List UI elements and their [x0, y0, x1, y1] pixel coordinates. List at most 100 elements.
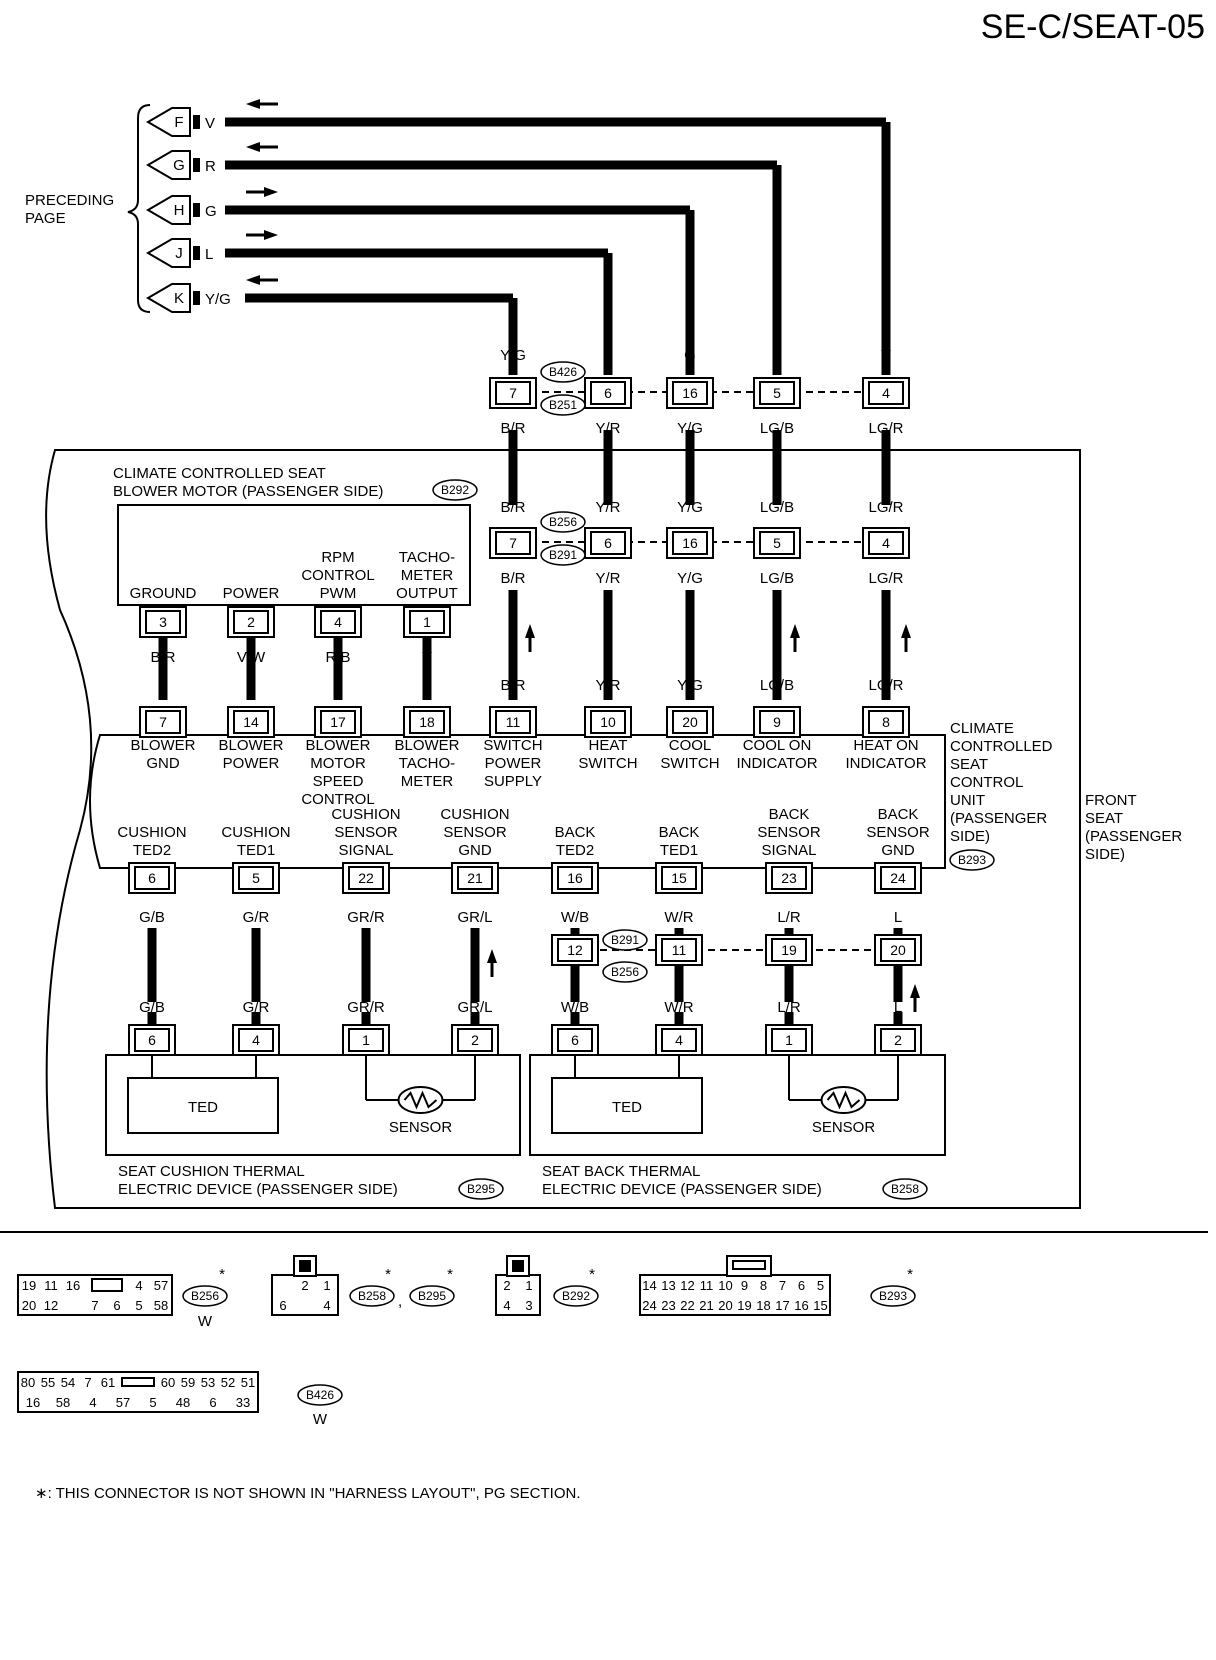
ecu-top-pin-0-pin: 7	[159, 714, 167, 730]
offpage-stub-F	[193, 115, 200, 129]
low-conn-6-box	[771, 938, 807, 962]
flow-arrow-G-head	[246, 142, 260, 152]
device-box-1	[529, 1054, 946, 1156]
ecu-label-4: UNIT	[950, 792, 985, 809]
face-b293-pin: 14	[642, 1278, 656, 1293]
ecu-top-pin-3-pin: 18	[419, 714, 435, 730]
ecu-label-3: CONTROL	[950, 774, 1023, 791]
face-b295-conn-oval	[409, 1285, 455, 1307]
top-conn-2-box	[672, 381, 708, 405]
device-pin-0-box	[134, 1028, 170, 1052]
face-b258-tab-fill	[299, 1260, 311, 1272]
face-b256-pin: 5	[135, 1298, 142, 1313]
top-conn-1-box	[590, 381, 626, 405]
ecu-top-label: BLOWER	[218, 737, 283, 754]
flow-arrow-J-head	[264, 230, 278, 240]
mid-wire-in: LG/B	[760, 499, 794, 516]
face-b426-pin: 51	[241, 1375, 255, 1390]
ecu-label-2: SEAT	[950, 756, 988, 773]
low-conn-5-pin: 11	[672, 942, 687, 958]
conn-b256-low-oval	[602, 961, 648, 983]
flow-up-cool-head	[790, 624, 800, 638]
ecu-top-pin-4-box	[495, 710, 531, 734]
low-conn-7-box	[880, 938, 916, 962]
blower-box	[117, 504, 471, 606]
face-b295-star: *	[447, 1266, 453, 1283]
mid-conn-3-pin: 5	[773, 535, 781, 551]
face-b256-pin: 58	[154, 1298, 168, 1313]
footnote: ∗: THIS CONNECTOR IS NOT SHOWN IN "HARNE…	[35, 1485, 581, 1502]
offpage-wire-K: Y/G	[205, 291, 231, 308]
bottom-wire-2: W/B	[561, 999, 589, 1016]
device-pin-4-pin: 6	[571, 1032, 579, 1048]
ecu-bottom-label: SIGNAL	[761, 842, 816, 859]
face-b256-pin: 57	[154, 1278, 168, 1293]
face-b426-pin: 55	[41, 1375, 55, 1390]
ecu-top-pin-7-box	[759, 710, 795, 734]
front-seat-label-1: SEAT	[1085, 810, 1123, 827]
conn-b256-low: B256	[611, 965, 639, 979]
face-b258-pin: 1	[323, 1278, 330, 1293]
ted-label-0: TED	[188, 1099, 218, 1116]
bottom-wire-1: G/B	[139, 909, 165, 926]
ecu-bottom-label: SIGNAL	[338, 842, 393, 859]
face-b258-pin: 6	[279, 1298, 286, 1313]
ecu-top-pin-8-box	[868, 710, 904, 734]
face-b426-pin: 54	[61, 1375, 75, 1390]
ecu-bottom-label: CUSHION	[221, 824, 290, 841]
face-b295-conn: B295	[418, 1289, 446, 1303]
ted-label-1: TED	[612, 1099, 642, 1116]
face-b256-pin: 16	[66, 1278, 80, 1293]
top-conn-1-pin: 6	[604, 385, 612, 401]
device-pin-3-box	[457, 1028, 493, 1052]
top-conn-3-pin: 5	[773, 385, 781, 401]
ecu-top-label: SPEED	[313, 773, 364, 790]
mid-wire-in: LG/R	[868, 499, 903, 516]
ecu-bottom-pin-1-pin: 5	[252, 870, 260, 886]
bottom-wire-2: L/R	[777, 999, 801, 1016]
top-wire-in: G	[684, 347, 696, 364]
face-b292-pin: 3	[525, 1298, 532, 1313]
ecu-top-label: BLOWER	[130, 737, 195, 754]
low-conn-6-pin: 19	[781, 942, 797, 958]
mid-conn-4-box	[868, 531, 904, 555]
face-b293-pin: 15	[813, 1298, 827, 1313]
offpage-arrow-F	[146, 107, 191, 137]
face-b256-pin: 19	[22, 1278, 36, 1293]
face-b293-pin: 13	[661, 1278, 675, 1293]
ecu-label-0: CLIMATE	[950, 720, 1014, 737]
offpage-arrow-G	[146, 150, 191, 180]
bottom-wire-1: W/B	[561, 909, 589, 926]
blower-pin-label: GROUND	[130, 585, 197, 602]
ecu-label-6: SIDE)	[950, 828, 990, 845]
ecu-bottom-pin-7-box	[880, 866, 916, 890]
face-b256-conn-oval	[182, 1285, 228, 1307]
face-b293-pin: 23	[661, 1298, 675, 1313]
offpage-letter-H: H	[174, 202, 185, 219]
offpage-stub-G	[193, 158, 200, 172]
top-conn-2-pin: 16	[682, 385, 698, 401]
top-wire-out: Y/R	[595, 420, 620, 437]
ecu-bottom-pin-3-box	[457, 866, 493, 890]
face-b258-star: *	[385, 1266, 391, 1283]
mid-wire-out: Y/G	[677, 570, 703, 587]
top-wire-in: Y/G	[500, 347, 526, 364]
face-b293-pin: 20	[718, 1298, 732, 1313]
mid-wire-out: B/R	[500, 570, 525, 587]
offpage-letter-G: G	[173, 157, 185, 174]
conn-device-1-oval	[882, 1178, 928, 1200]
ecu-top-pin-2-pin: 17	[330, 714, 346, 730]
preceding-page-label-1: PRECEDING	[25, 192, 114, 209]
preceding-page-label-2: PAGE	[25, 210, 66, 227]
face-b426-pin: 5	[149, 1395, 156, 1410]
face-b293-pin: 9	[741, 1278, 748, 1293]
ecu-bottom-label: SENSOR	[334, 824, 398, 841]
ecu-bottom-label: SENSOR	[866, 824, 930, 841]
ecu-top-label: COOL	[669, 737, 712, 754]
blower-title-1: CLIMATE CONTROLLED SEAT	[113, 465, 326, 482]
face-b293-pin: 11	[700, 1278, 714, 1293]
face-b292-conn-oval	[553, 1285, 599, 1307]
top-conn-0-box	[495, 381, 531, 405]
ecu-top-pin-5-box	[590, 710, 626, 734]
ecu-wire: Y/G	[677, 677, 703, 694]
